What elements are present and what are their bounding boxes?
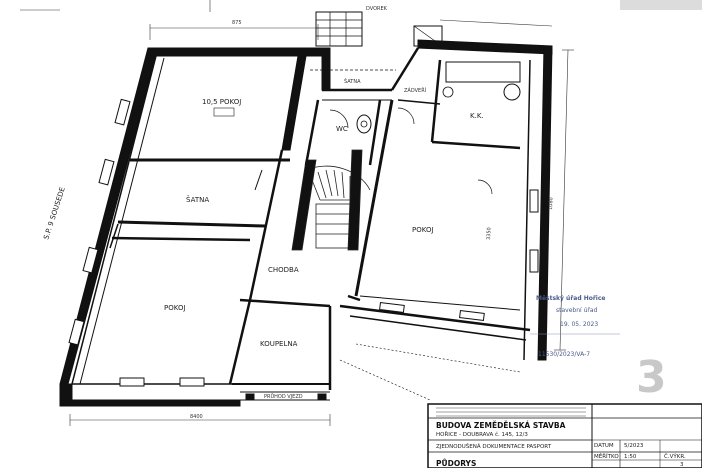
room-label-zadveri: ZÁDVEŘÍ bbox=[404, 86, 427, 94]
room-label-pokoj-upper: 10,5 POKOJ bbox=[202, 98, 241, 106]
dim-top: 875 bbox=[232, 20, 242, 26]
stamp-line2: stavební úřad bbox=[556, 307, 598, 314]
tb-cis-value: 3 bbox=[680, 462, 684, 468]
room-label-pokoj-right: POKOJ bbox=[412, 226, 434, 234]
left-building-walls bbox=[59, 47, 332, 407]
dim-bottom: 8400 bbox=[190, 414, 203, 420]
staircase bbox=[291, 149, 371, 251]
tb-doc-type: ZJEDNODUŠENÁ DOKUMENTACE PASPORT bbox=[436, 443, 552, 450]
stamp-date: 19. 05. 2023 bbox=[560, 321, 598, 328]
stamp-line1: Městský úřad Hořice bbox=[536, 295, 606, 302]
pruhod-label: PRŮHOD VJEZD bbox=[264, 393, 303, 400]
stamp-ref: 11530/2023/VA-7 bbox=[538, 351, 590, 358]
dimension-lines bbox=[20, 0, 574, 426]
tb-location: HOŘICE - DOUBRAVA č. 145, 12/3 bbox=[436, 430, 528, 438]
dim-right2: 3350 bbox=[486, 227, 492, 240]
authority-stamp: Městský úřad Hořice stavební úřad 19. 05… bbox=[530, 295, 667, 403]
room-label-pokoj-lower: POKOJ bbox=[164, 304, 186, 312]
passage-area bbox=[240, 343, 521, 401]
right-building-walls bbox=[339, 25, 553, 361]
area-box-upper bbox=[213, 107, 235, 117]
tb-meritko-label: MĚŘÍTKO bbox=[594, 452, 619, 460]
room-label-satna-top: ŠATNA bbox=[344, 78, 361, 85]
room-label-wc: WC bbox=[336, 125, 348, 133]
dim-right: 1080 bbox=[548, 197, 554, 210]
scan-smudge bbox=[620, 0, 702, 10]
room-label-kk: K.K. bbox=[470, 112, 484, 120]
tb-meritko-value: 1:50 bbox=[624, 454, 637, 460]
tb-datum-label: DATUM bbox=[594, 443, 614, 449]
stamp-big-number: 3 bbox=[636, 352, 667, 403]
tb-project: BUDOVA ZEMĚDĚLSKÁ STAVBA bbox=[436, 421, 566, 430]
room-label-chodba: CHODBA bbox=[268, 266, 299, 274]
dvorek-label: DVOREK bbox=[366, 6, 388, 12]
tb-drawing: PŮDORYS bbox=[436, 459, 476, 468]
room-label-satna-left: ŠATNA bbox=[186, 195, 209, 204]
room-label-koupelna: KOUPELNA bbox=[260, 340, 298, 348]
tb-cis-label: Č.VÝKR. bbox=[664, 453, 686, 460]
wc-satna-area bbox=[304, 11, 396, 166]
tb-datum-value: 5/2023 bbox=[624, 443, 644, 449]
left-wall-windows bbox=[68, 98, 205, 387]
